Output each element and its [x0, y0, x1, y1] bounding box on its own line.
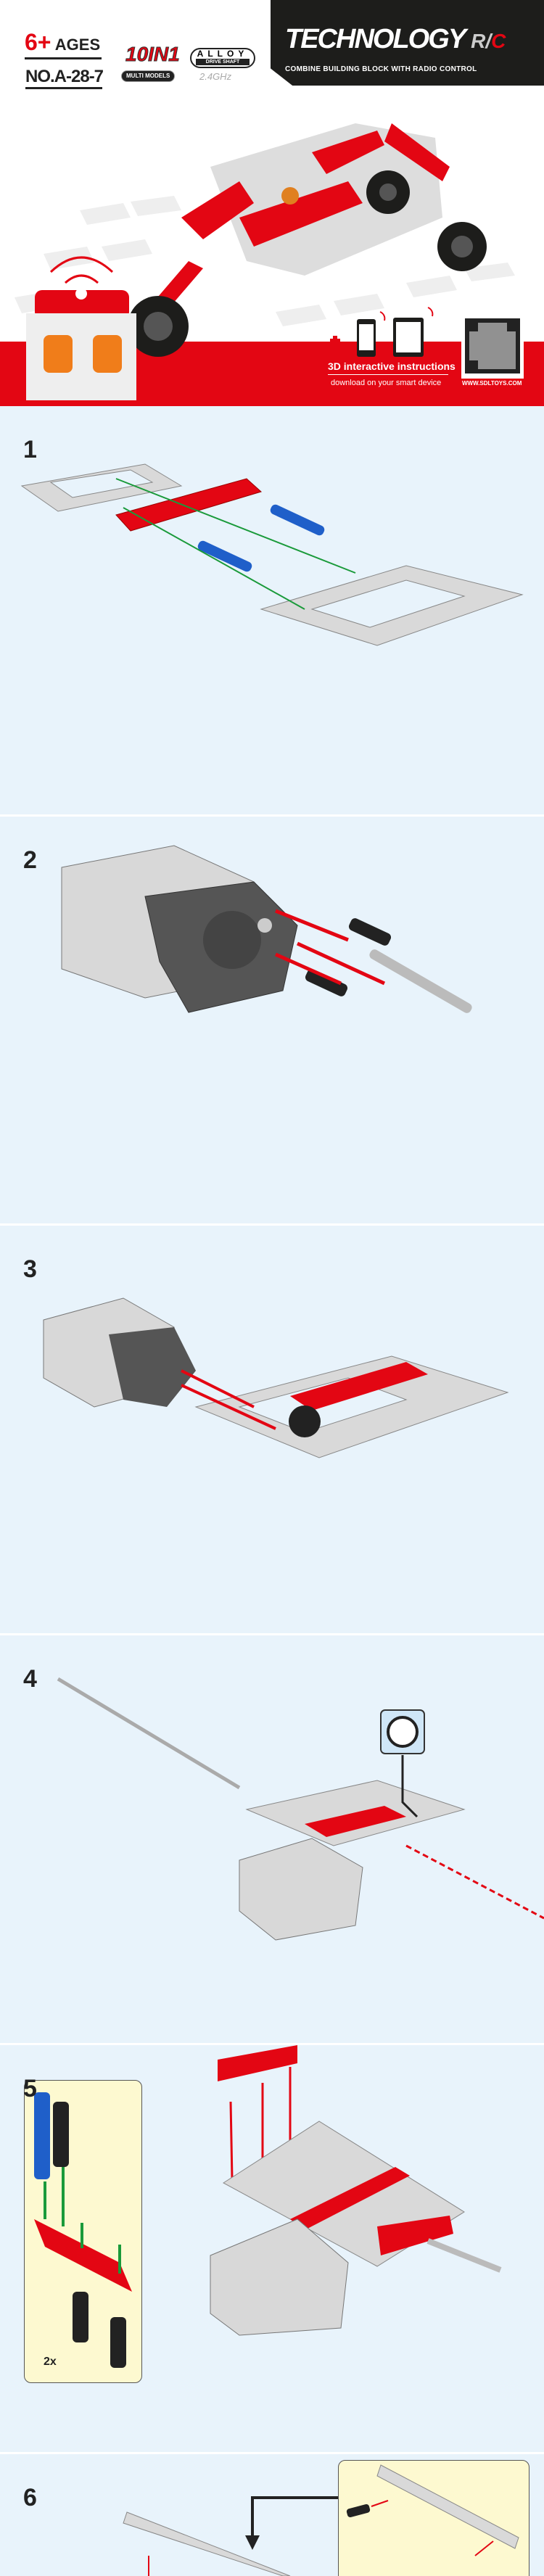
- brand-banner: TECHNOLOGY R/C COMBINE BUILDING BLOCK WI…: [271, 0, 544, 86]
- step-number: 6: [23, 2484, 37, 2511]
- frequency-text: 2.4GHz: [199, 71, 232, 82]
- 10in1-badge: 10IN1 MULTI MODELS: [120, 33, 181, 83]
- step-number: 1: [23, 436, 37, 463]
- step-1: 1: [0, 406, 544, 817]
- step-1-illustration: [20, 463, 524, 646]
- badge-10in1-text: 10IN1: [125, 43, 181, 66]
- step-6-illustration: [123, 2464, 519, 2576]
- age-label: AGES: [54, 36, 101, 54]
- brand-tagline: COMBINE BUILDING BLOCK WITH RADIO CONTRO…: [285, 65, 477, 73]
- app-instructions-subtitle: download on your smart device: [331, 379, 442, 387]
- badge-multi-models-text: MULTI MODELS: [121, 70, 176, 82]
- brand-rc: R/C: [471, 25, 506, 57]
- step-5-illustration: [34, 2045, 502, 2368]
- cover-header: 6+ AGES NO.A-28-7 10IN1 MULTI MODELS ALL…: [0, 0, 544, 406]
- brand-title: TECHNOLOGY: [285, 24, 466, 54]
- step-number: 3: [23, 1255, 37, 1283]
- app-instructions-title: 3D interactive instructions: [328, 360, 456, 375]
- alloy-badge: ALLOY DRIVE SHAFT: [190, 48, 255, 68]
- step-number: 5: [23, 2075, 37, 2102]
- sub-assembly-inset: [338, 2460, 529, 2576]
- road-pattern: [15, 196, 515, 326]
- remote-control: [26, 256, 136, 400]
- age-rating: 6+ AGES: [25, 29, 102, 59]
- step-6: 6: [0, 2454, 544, 2576]
- step-3: 3: [0, 1226, 544, 1635]
- step-4: 4: [0, 1635, 544, 2045]
- website-link[interactable]: WWW.SDLTOYS.COM: [462, 380, 522, 387]
- qr-code: [461, 315, 524, 379]
- step-3-illustration: [43, 1297, 509, 1458]
- gear-icon: [387, 1716, 419, 1748]
- age-number: 6+: [25, 29, 51, 55]
- step-number: 2: [23, 846, 37, 874]
- device-icons: [330, 307, 434, 357]
- brand-logo: TECHNOLOGY R/C: [285, 23, 506, 57]
- model-number: NO.A-28-7: [25, 67, 104, 89]
- rc-car-model: [128, 123, 487, 357]
- step-2-illustration: [61, 845, 472, 1013]
- cover-artwork: [0, 123, 544, 406]
- step-5: 5 2x: [0, 2045, 544, 2454]
- step-2: 2: [0, 817, 544, 1226]
- drive-shaft-text: DRIVE SHAFT: [196, 59, 250, 65]
- alloy-text: ALLOY: [197, 49, 249, 59]
- rc-prefix: R/: [471, 30, 492, 52]
- quantity-label: 2x: [44, 2356, 57, 2368]
- step-number: 4: [23, 1665, 37, 1693]
- step-4-illustration: [57, 1677, 544, 1941]
- rc-suffix: C: [491, 30, 506, 52]
